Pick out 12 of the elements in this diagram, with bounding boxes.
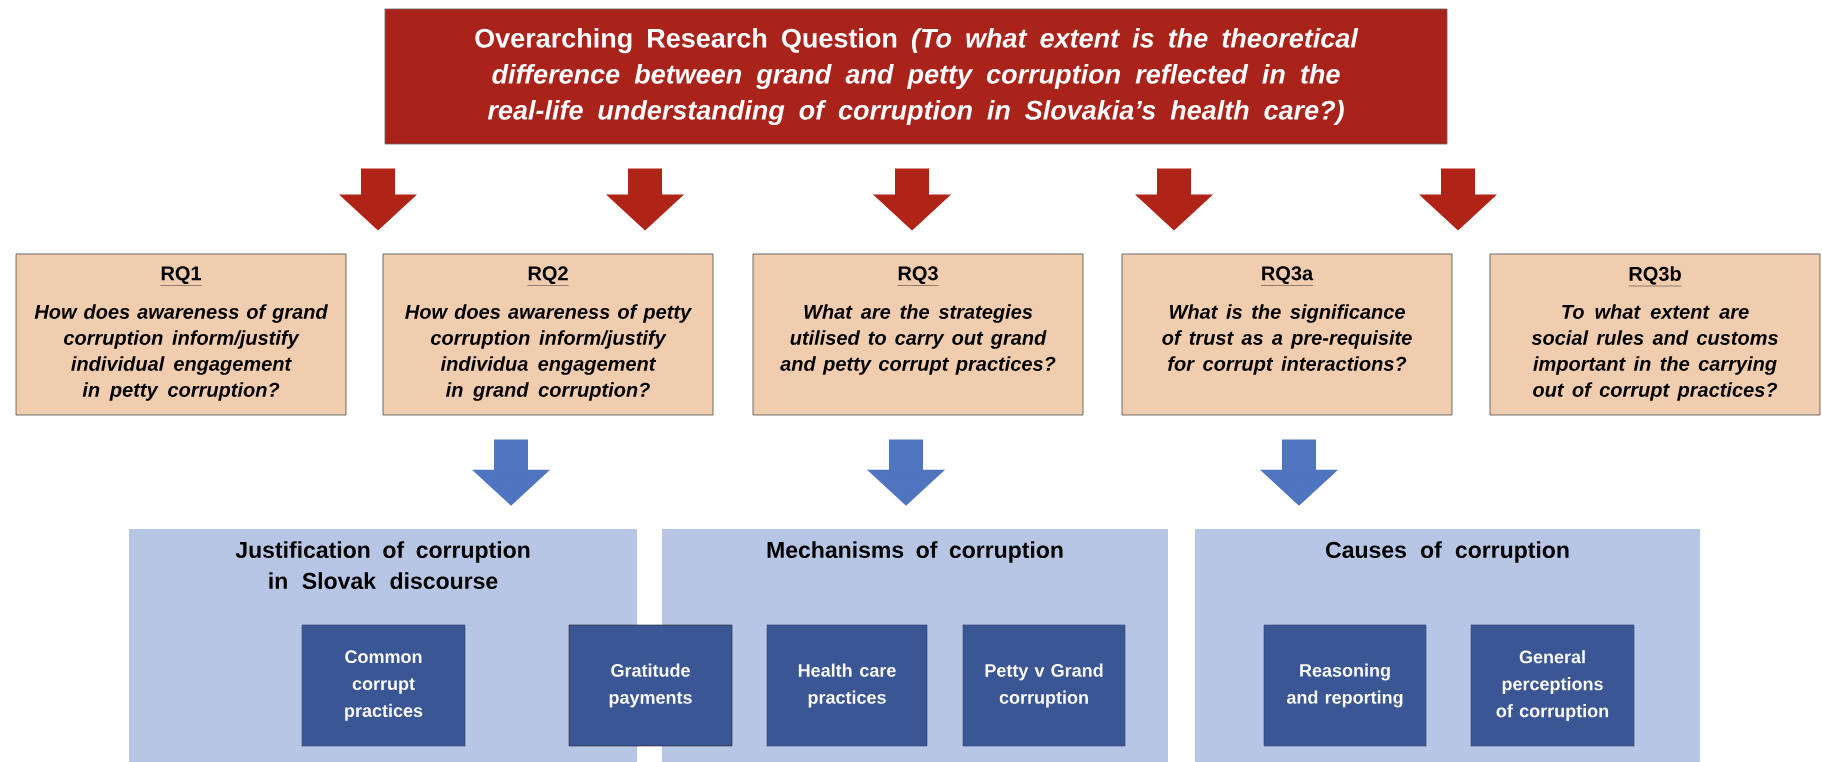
topic-box: Reasoning and reporting [1263,624,1427,747]
question-box: RQ1 How does awareness of grand corruption inform/justify individual engagement in petty corruption? [15,253,347,416]
topic-box: Gratitude payments [568,624,733,747]
topic-box: Health care practices [766,624,928,747]
question-box: RQ3a What is the significance of trust as a pre-requisite for corrupt interactions? [1121,253,1453,416]
topic-box: Common corrupt practices [301,624,466,747]
topic-box: General perceptions of corruption [1470,624,1635,747]
question-box: RQ3b To what extent are social rules and customs important in the carrying out of corrupt practices? [1489,253,1821,416]
question-box: RQ3 What are the strategies utilised to carry out grand and petty corrupt practices? [752,253,1084,416]
title-box: Overarching Research Question (To what extent is the theoretical difference between grand and petty corruption reflected in the real-life understanding of corruption in Slovakia’s health care?) [384,8,1448,145]
question-box: RQ2 How does awareness of petty corruption inform/justify individua engagement in grand corruption? [382,253,714,416]
topic-box: Petty v Grand corruption [962,624,1126,747]
